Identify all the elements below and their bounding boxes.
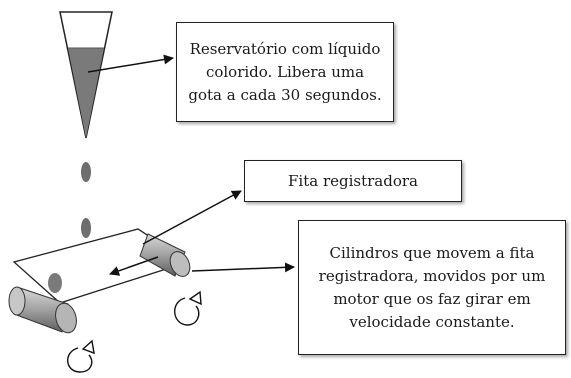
tape-label-box: Fita registradora <box>244 160 462 202</box>
drop-1 <box>81 162 91 182</box>
arrow-tape-motion <box>109 256 159 276</box>
left-cylinder <box>8 286 77 334</box>
arrow-cylinders <box>191 262 295 273</box>
arrow-reservoir <box>87 54 174 73</box>
rotation-arrow-icon-left <box>67 339 95 373</box>
arrow-tape <box>142 190 242 245</box>
drop-2 <box>81 218 91 238</box>
right-cylinder <box>139 233 191 277</box>
tape-label: Fita registradora <box>288 171 418 190</box>
cylinders-label-box: Cilindros que movem a fita registradora,… <box>298 220 566 355</box>
reservoir-funnel <box>59 11 113 139</box>
tape-ink-mark <box>48 273 62 293</box>
rotation-arrow-icon-right <box>174 290 202 326</box>
cylinders-label: Cilindros que movem a fita registradora,… <box>318 243 546 331</box>
reservoir-label-box: Reservatório com líquido colorido. Liber… <box>176 22 394 122</box>
reservoir-label: Reservatório com líquido colorido. Liber… <box>188 39 382 104</box>
